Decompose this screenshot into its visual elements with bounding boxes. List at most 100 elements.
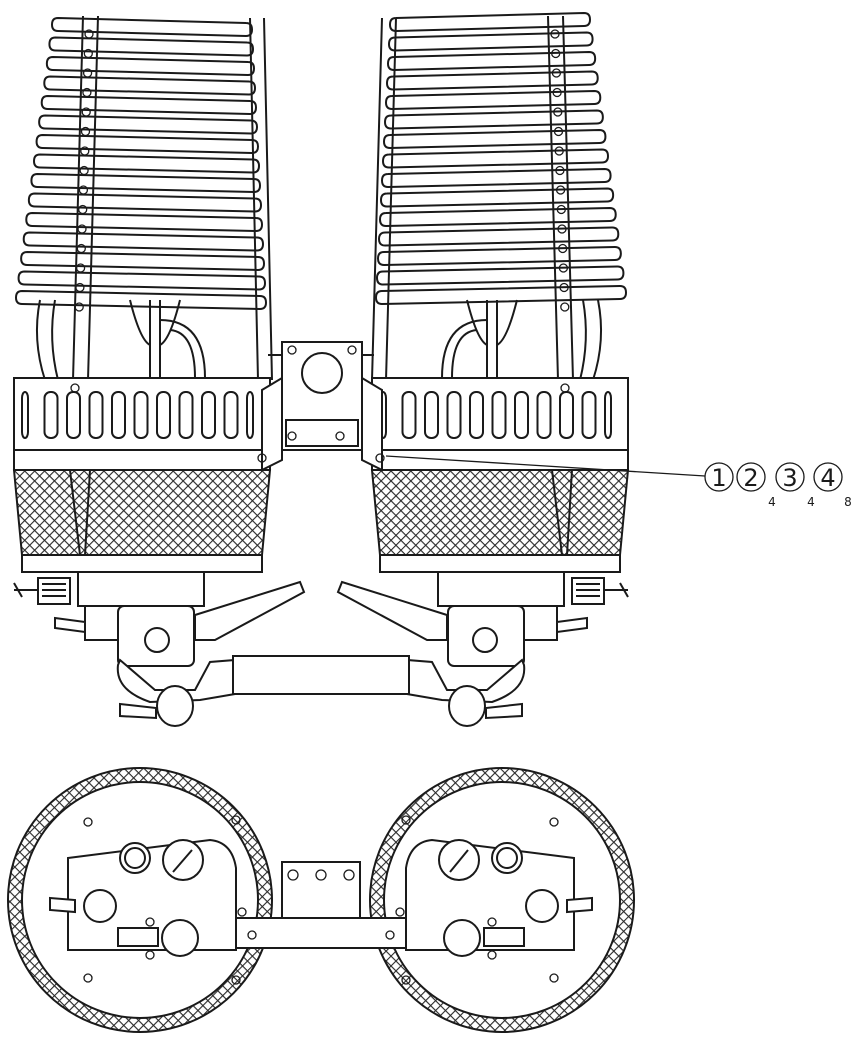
rail-screw [559, 282, 569, 293]
vent-slot [223, 391, 239, 439]
right-fin [385, 70, 599, 91]
callout-3: 3 4 [775, 462, 815, 509]
vent-slot [401, 391, 417, 439]
rail-screw [75, 282, 85, 293]
callout-4-number: 4 [820, 464, 835, 492]
vent-slot [21, 391, 29, 439]
left-fin [14, 289, 268, 311]
right-fin [380, 167, 612, 189]
part-callouts: 1 2 4 3 4 4 8 [704, 462, 852, 509]
left-fin [27, 192, 263, 213]
left-fin [38, 114, 259, 135]
rail-screw [553, 107, 563, 117]
vent-slot [559, 391, 574, 439]
right-fin [377, 226, 620, 247]
callout-leader [385, 455, 706, 477]
right-fixture-top [369, 767, 635, 1033]
rail-screw [77, 224, 87, 234]
rail-screw [80, 126, 91, 137]
center-mount-bracket [257, 341, 385, 472]
vent-slot [514, 391, 529, 439]
callout-2-number: 2 [743, 464, 758, 492]
right-fin [379, 187, 615, 208]
left-fin [32, 153, 261, 174]
top-view [7, 767, 635, 1033]
rail-screw [551, 68, 562, 78]
vent-slot [446, 391, 462, 439]
right-base-assembly [336, 571, 629, 727]
front-view [12, 11, 706, 727]
left-handle-rails [35, 15, 273, 381]
rail-screw [552, 87, 562, 98]
vent-slot [491, 391, 507, 439]
vent-slot [111, 391, 126, 439]
rail-screws [74, 29, 570, 312]
rail-screw [79, 165, 89, 176]
vent-slot [88, 391, 104, 439]
rail-screw [560, 302, 570, 312]
callout-2: 2 4 [736, 462, 776, 509]
right-fin [383, 109, 604, 130]
rail-screw [75, 263, 86, 273]
right-fin [388, 11, 592, 33]
vent-slot [201, 391, 216, 439]
vent-slot [156, 391, 171, 439]
rail-screw [78, 204, 88, 215]
callout-4-quantity: 8 [844, 495, 852, 509]
rail-screw [80, 146, 90, 156]
vent-slot [178, 391, 194, 439]
right-fin [387, 31, 594, 52]
rail-screw [555, 165, 565, 176]
right-fin [386, 50, 597, 72]
rail-screw [74, 302, 84, 312]
vent-slot [66, 391, 81, 439]
left-fin [22, 231, 265, 252]
left-fin [48, 36, 255, 57]
rail-screw [84, 29, 94, 39]
rail-screw [556, 204, 566, 215]
rail-screw [82, 68, 93, 78]
left-fin [43, 75, 257, 96]
right-fin [381, 148, 610, 169]
rail-screw [78, 185, 89, 195]
rail-screw [558, 243, 568, 254]
rail-screw [554, 146, 564, 156]
right-fin [375, 265, 625, 286]
rail-screw [558, 263, 569, 273]
top-center-bracket [235, 861, 407, 949]
right-lower-body [370, 449, 630, 573]
callout-1: 1 [704, 462, 734, 492]
rail-screw [551, 48, 561, 59]
crossbar [232, 655, 410, 695]
callout-4: 4 8 [813, 462, 852, 509]
rail-screw [555, 185, 566, 195]
left-fin [40, 94, 258, 116]
vent-slot [604, 391, 612, 439]
left-vent-band [13, 377, 271, 465]
rail-screw [83, 48, 93, 59]
left-fin [30, 172, 262, 194]
right-fin [382, 128, 607, 150]
callout-3-number: 3 [782, 464, 797, 492]
rail-screw [76, 243, 86, 254]
vent-slot [469, 391, 484, 439]
right-cooling-fins [374, 11, 628, 306]
left-fin [20, 250, 266, 272]
rail-screw [550, 29, 560, 39]
left-fin [35, 133, 260, 155]
callout-3-quantity: 4 [807, 495, 815, 509]
vent-slot [133, 391, 149, 439]
right-handle-rails [371, 15, 603, 381]
left-lower-body [12, 449, 272, 573]
right-fin [376, 245, 622, 267]
left-fixture-top [7, 767, 273, 1033]
vent-slot [246, 391, 254, 439]
rail-screw [82, 87, 92, 98]
vent-slot [424, 391, 439, 439]
right-fin [378, 206, 617, 228]
left-fin [25, 211, 264, 233]
vent-slot [43, 391, 59, 439]
left-fin [45, 55, 256, 77]
vent-slot [536, 391, 552, 439]
